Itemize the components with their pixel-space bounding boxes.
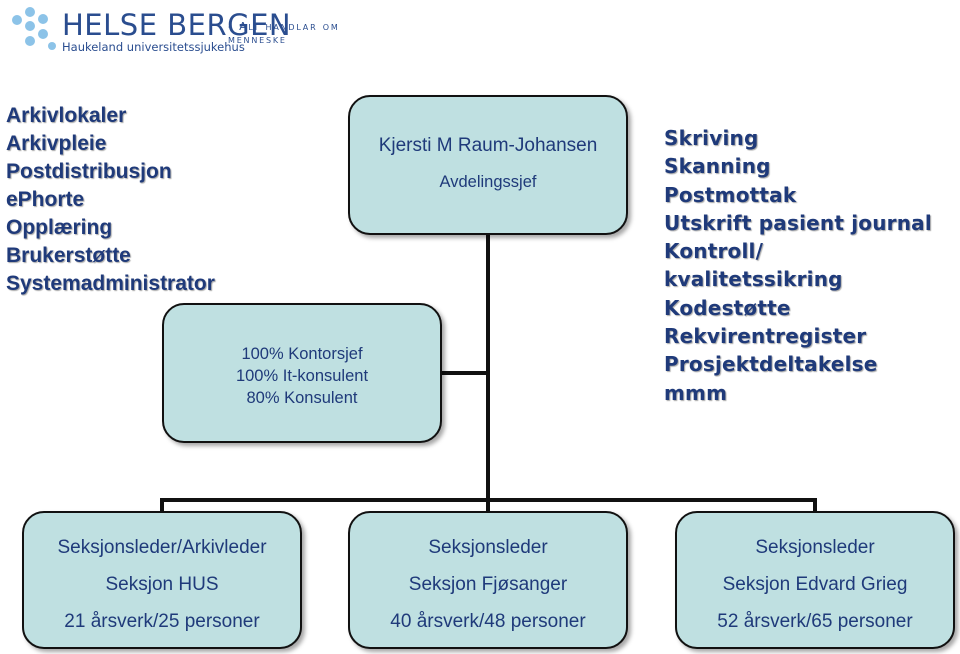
list-item: ePhorte: [6, 188, 85, 211]
list-item: Arkivlokaler: [6, 104, 127, 127]
list-item: Kontroll/: [664, 239, 764, 264]
staff-line: 100% It-konsulent: [235, 367, 369, 385]
section-name: Seksjon Fjøsanger: [408, 574, 568, 595]
right-task-list: Skriving Skanning Postmottak Utskrift pa…: [664, 124, 932, 407]
list-item: Systemadministrator: [6, 272, 215, 295]
list-item: mmm: [664, 380, 728, 405]
staff-line: 100% Kontorsjef: [241, 345, 363, 363]
section-box-fjosanger: Seksjonsleder Seksjon Fjøsanger 40 årsve…: [348, 511, 628, 649]
section-name: Seksjon Edvard Grieg: [722, 574, 908, 595]
list-item: Kodestøtte: [664, 295, 791, 320]
list-item: Utskrift pasient journal: [664, 210, 932, 235]
section-title: Seksjonsleder: [428, 537, 548, 558]
logo-subtitle: Haukeland universitetssjukehus: [62, 40, 245, 54]
logo-dots-icon: [12, 7, 56, 50]
list-item: Postdistribusjon: [6, 160, 172, 183]
section-title: Seksjonsleder: [755, 537, 875, 558]
list-item: Opplæring: [6, 216, 113, 239]
section-name: Seksjon HUS: [105, 574, 219, 595]
list-item: Arkivpleie: [6, 132, 107, 155]
department-head-box: Kjersti M Raum-Johansen Avdelingssjef: [348, 95, 628, 235]
helse-bergen-logo: HELSE BERGEN - Alt handlar om menneske H…: [10, 6, 390, 54]
list-item: kvalitetssikring: [664, 267, 843, 292]
section-size: 52 årsverk/65 personer: [717, 611, 913, 632]
list-item: Rekvirentregister: [664, 324, 867, 349]
head-name: Kjersti M Raum-Johansen: [378, 135, 598, 156]
logo-name: HELSE BERGEN: [62, 8, 292, 42]
section-box-edvard-grieg: Seksjonsleder Seksjon Edvard Grieg 52 år…: [675, 511, 955, 649]
section-size: 21 årsverk/25 personer: [64, 611, 260, 632]
list-item: Prosjektdeltakelse: [664, 352, 878, 377]
logo-slogan: - Alt handlar om menneske: [228, 20, 340, 46]
staff-box: 100% Kontorsjef 100% It-konsulent 80% Ko…: [162, 303, 442, 443]
section-size: 40 årsverk/48 personer: [390, 611, 586, 632]
section-title: Seksjonsleder/Arkivleder: [57, 537, 267, 558]
list-item: Brukerstøtte: [6, 244, 131, 267]
section-box-hus: Seksjonsleder/Arkivleder Seksjon HUS 21 …: [22, 511, 302, 649]
staff-line: 80% Konsulent: [246, 389, 358, 407]
list-item: Skriving: [664, 126, 759, 150]
left-task-list: Arkivlokaler Arkivpleie Postdistribusjon…: [6, 102, 215, 298]
list-item: Postmottak: [664, 182, 797, 207]
list-item: Skanning: [664, 154, 771, 179]
head-role: Avdelingssjef: [439, 173, 537, 191]
